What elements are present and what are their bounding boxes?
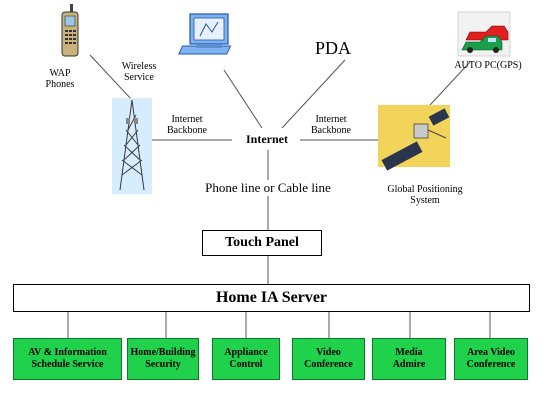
service-av-information: AV & Information Schedule Service — [13, 338, 122, 380]
service-home-security: Home/Building Security — [127, 338, 199, 380]
car-icon — [457, 11, 511, 57]
touch-panel-box: Touch Panel — [202, 230, 322, 256]
home-ia-server-box: Home IA Server — [13, 284, 530, 312]
satellite-icon — [378, 105, 450, 171]
connector-pda-internet — [281, 59, 346, 129]
wap-phone-icon — [61, 4, 79, 57]
service-video-conference: Video Conference — [292, 338, 365, 380]
desktop-computer-icon — [178, 13, 232, 55]
connector-phone-tower — [89, 54, 133, 101]
gps-label: Global Positioning System — [387, 184, 463, 206]
service-area-video-conference: Area Video Conference — [454, 338, 528, 380]
wap-phones-label: WAP Phones — [45, 68, 75, 90]
phone-line-label: Phone line or Cable line — [205, 180, 331, 195]
internet-label: Internet — [246, 132, 288, 146]
backbone-right-label: Internet Backbone — [311, 114, 351, 136]
pda-label: PDA — [314, 38, 351, 58]
radio-tower-icon — [112, 98, 152, 194]
connector-pc-internet — [223, 69, 263, 129]
connector-car-satellite — [429, 61, 471, 106]
wireless-service-label: Wireless Service — [121, 61, 157, 83]
service-appliance-control: Appliance Control — [212, 338, 280, 380]
service-media-admire: Media Admire — [372, 338, 446, 380]
auto-pc-label: AUTO PC(GPS) — [454, 60, 522, 71]
backbone-left-label: Internet Backbone — [167, 114, 207, 136]
